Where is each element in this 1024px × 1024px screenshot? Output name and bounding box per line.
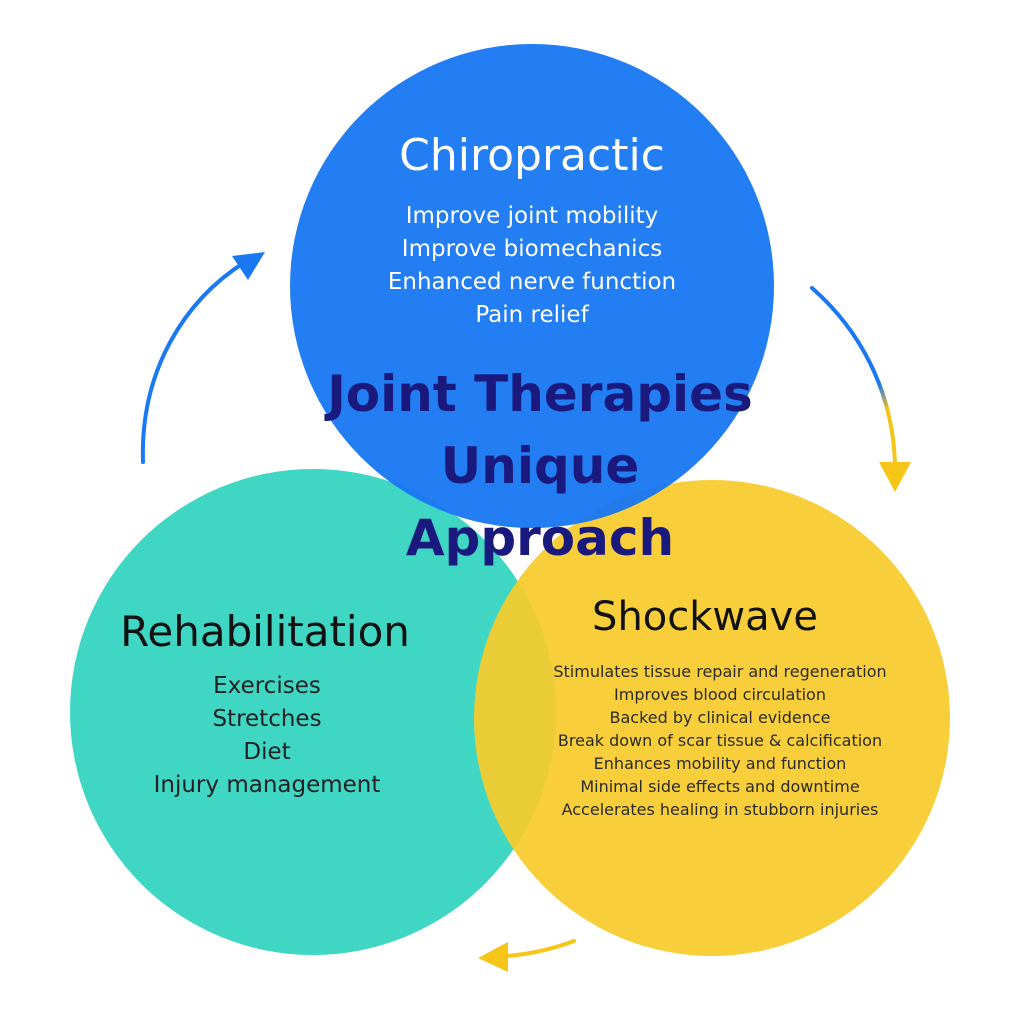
chiropractic-item: Pain relief [475, 302, 589, 328]
arrow-head-yellow-bottom [478, 942, 508, 972]
rehabilitation-item: Diet [243, 739, 291, 765]
rehabilitation-item: Injury management [153, 772, 381, 798]
shockwave-title: Shockwave [592, 594, 818, 640]
shockwave-item: Minimal side effects and downtime [580, 777, 860, 796]
chiropractic-benefits-list: Improve joint mobility Improve biomechan… [290, 200, 774, 332]
shockwave-item: Stimulates tissue repair and regeneratio… [553, 662, 887, 681]
chiropractic-item: Improve joint mobility [405, 203, 659, 229]
chiropractic-title: Chiropractic [399, 130, 665, 181]
chiropractic-circle [290, 44, 774, 528]
shockwave-item: Enhances mobility and function [593, 754, 847, 773]
rehabilitation-circle [70, 469, 556, 955]
shockwave-circle [474, 480, 950, 956]
arrow-shockwave-to-rehab [503, 939, 576, 958]
center-title-line: Unique [440, 437, 640, 495]
center-title-line: Approach [405, 509, 675, 567]
rehabilitation-item: Exercises [213, 673, 321, 699]
rehabilitation-item: Stretches [212, 706, 322, 732]
rehabilitation-items-list: Exercises Stretches Diet Injury manageme… [60, 670, 474, 802]
shockwave-item: Improves blood circulation [614, 685, 826, 704]
shockwave-benefits-list: Stimulates tissue repair and regeneratio… [480, 660, 960, 821]
center-title-line: Joint Therapies [327, 365, 753, 423]
shockwave-item: Break down of scar tissue & calcificatio… [557, 731, 883, 750]
chiropractic-item: Enhanced nerve function [387, 269, 677, 295]
arrow-chiro-to-shockwave [810, 286, 897, 464]
arrow-rehab-to-chiro [140, 260, 247, 464]
center-title: Joint Therapies Unique Approach [280, 358, 800, 574]
shockwave-item: Backed by clinical evidence [609, 708, 831, 727]
arrow-head-blue [232, 252, 265, 280]
chiropractic-item: Improve biomechanics [401, 236, 663, 262]
shockwave-item: Accelerates healing in stubborn injuries [561, 800, 879, 819]
rehabilitation-title: Rehabilitation [120, 607, 410, 656]
arrow-head-yellow-right [879, 462, 911, 492]
